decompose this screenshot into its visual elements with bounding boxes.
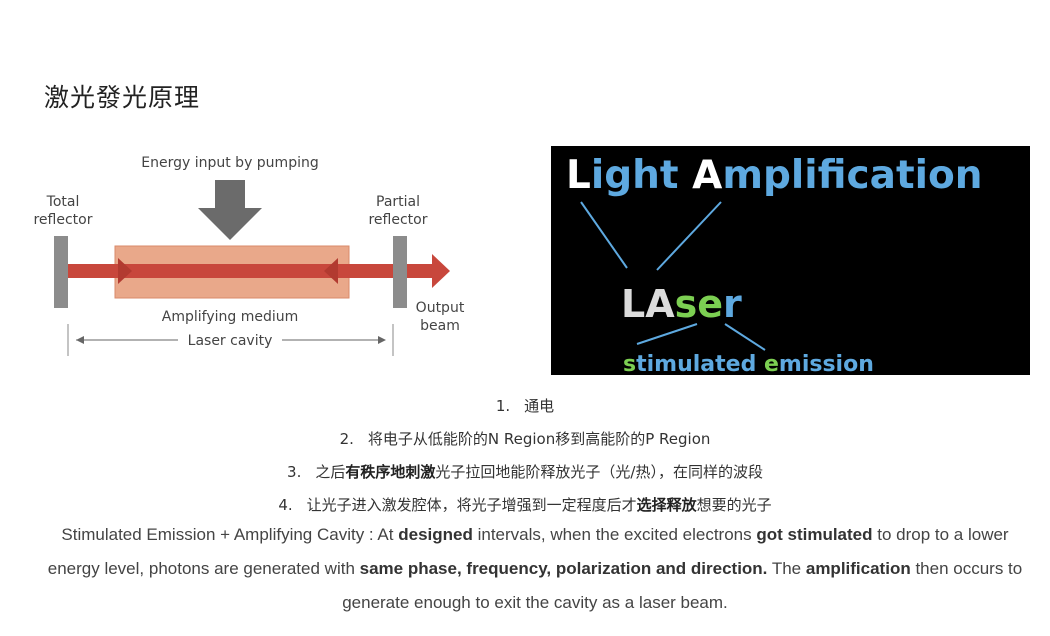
summary-text: intervals, when the excited electrons: [472, 525, 757, 544]
caption-part: mission: [779, 352, 874, 375]
partial-reflector-label-line1: Partial: [376, 194, 420, 210]
cavity-arrow-right: [378, 336, 386, 344]
summary-text: The: [767, 559, 806, 578]
step-text: 通电: [524, 397, 555, 415]
step-2: 2. 将电子从低能阶的N Region移到高能阶的P Region: [0, 423, 1050, 456]
summary-text-bold: amplification: [805, 559, 911, 578]
summary-text: then occurs to generate enough to exit t…: [342, 559, 1023, 612]
beam-arrow-right: [118, 258, 132, 284]
acronym-part: r: [723, 282, 742, 326]
connector-line: [580, 201, 628, 269]
output-beam-label-line2: beam: [420, 318, 460, 334]
step-text-bold: 有秩序地刺激: [345, 463, 436, 481]
step-number: 3.: [287, 463, 302, 481]
partial-reflector-mirror: [393, 236, 407, 308]
step-number: 2.: [339, 430, 354, 448]
summary-text-bold: designed: [398, 525, 473, 544]
summary-text: Stimulated Emission + Amplifying Cavity …: [61, 525, 399, 544]
caption-part: e: [764, 352, 779, 375]
step-text: 之后: [315, 463, 346, 481]
connector-line: [724, 323, 766, 351]
page-title: 激光發光原理: [44, 83, 201, 112]
amplifying-medium-label: Amplifying medium: [162, 309, 299, 325]
light-amplification-headline: Light Amplification: [566, 153, 983, 198]
summary-text-bold: same phase, frequency, polarization and …: [359, 559, 768, 578]
caption-part: timulated: [636, 352, 764, 375]
acronym-part: LA: [621, 282, 675, 326]
beam-arrow-left: [324, 258, 338, 284]
partial-reflector-label-line2: reflector: [368, 212, 427, 228]
summary-paragraph: Stimulated Emission + Amplifying Cavity …: [40, 518, 1030, 620]
stimulated-emission-caption: stimulated emission: [623, 352, 874, 375]
cavity-arrow-left: [76, 336, 84, 344]
headline-part: L: [566, 153, 591, 198]
laser-cavity-diagram: Energy input by pumping Total reflector …: [33, 155, 465, 356]
laser-cavity-label: Laser cavity: [188, 333, 273, 349]
connector-line: [636, 323, 698, 345]
headline-part: A: [692, 153, 722, 198]
output-beam-label-line1: Output: [416, 300, 465, 316]
step-text: 将电子从低能阶的N Region移到高能阶的P Region: [367, 430, 711, 448]
step-text: 光子拉回地能阶释放光子（光/热），在同样的波段: [435, 463, 763, 481]
output-beam-arrowhead: [432, 254, 450, 288]
steps-list: 1. 通电 2. 将电子从低能阶的N Region移到高能阶的P Region 3.…: [0, 390, 1050, 522]
total-reflector-mirror: [54, 236, 68, 308]
total-reflector-label-line1: Total: [46, 194, 80, 210]
pumping-arrow: [198, 180, 262, 240]
step-text: 想要的光子: [696, 496, 772, 514]
step-text: 让光子进入激发腔体，将光子增强到一定程度后才: [306, 496, 637, 514]
summary-text: to drop to a lower energy level, photons…: [47, 525, 1009, 578]
laser-acronym: LAser: [621, 282, 742, 326]
step-3: 3. 之后有秩序地刺激光子拉回地能阶释放光子（光/热），在同样的波段: [0, 456, 1050, 489]
total-reflector-label-line2: reflector: [33, 212, 92, 228]
connector-line: [656, 201, 722, 271]
headline-part: mplification: [722, 153, 982, 198]
step-text-bold: 选择释放: [636, 496, 697, 514]
step-1: 1. 通电: [0, 390, 1050, 423]
step-number: 1.: [495, 397, 511, 415]
step-4: 4. 让光子进入激发腔体，将光子增强到一定程度后才选择释放想要的光子: [0, 489, 1050, 522]
acronym-part: se: [675, 282, 723, 326]
headline-part: ight: [591, 153, 692, 198]
laser-acronym-graphic: Light Amplification LAser stimulated emi…: [551, 146, 1030, 375]
caption-part: s: [623, 352, 636, 375]
summary-text-bold: got stimulated: [756, 525, 873, 544]
energy-input-label: Energy input by pumping: [141, 155, 318, 171]
laser-beam: [68, 264, 434, 278]
step-number: 4.: [278, 496, 293, 514]
